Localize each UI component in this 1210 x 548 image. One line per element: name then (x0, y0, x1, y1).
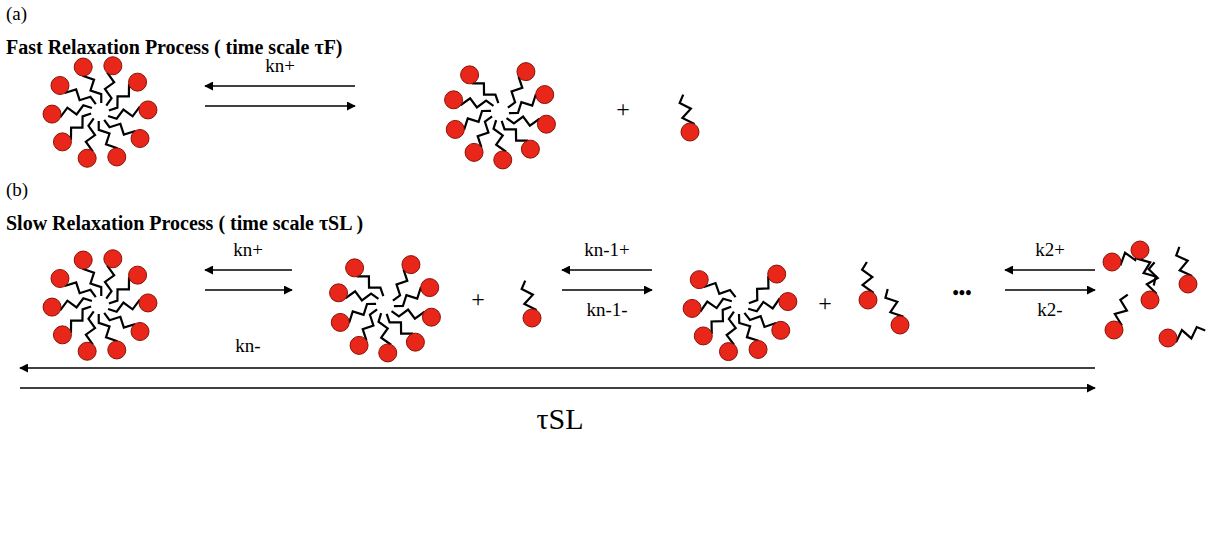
label: + (471, 286, 485, 312)
label: kn+ (233, 240, 263, 261)
head-group (517, 63, 535, 81)
head-group (350, 336, 368, 354)
head-group (346, 259, 364, 277)
monomer (1141, 262, 1159, 309)
label: kn-1- (586, 300, 627, 321)
head-group (523, 309, 541, 327)
monomer (1159, 327, 1205, 347)
head-group (78, 342, 96, 360)
head-group (683, 299, 701, 317)
reaction-arrow (562, 289, 652, 291)
head-group (446, 120, 464, 138)
head-group (78, 149, 96, 167)
head-group (465, 143, 483, 161)
head-group (521, 140, 539, 158)
head-group (53, 133, 71, 151)
monomer (859, 262, 877, 309)
micelle (683, 265, 797, 361)
head-group (1131, 241, 1149, 259)
reaction-arrow (1005, 289, 1095, 291)
label: kn+ (265, 56, 295, 77)
head-group (537, 115, 555, 133)
head-group (51, 76, 69, 94)
head-group (422, 308, 440, 326)
head-group (74, 251, 92, 269)
heading: Fast Relaxation Process ( time scale τF) (6, 36, 343, 58)
head-group (53, 326, 71, 344)
head-group (129, 266, 147, 284)
label: + (616, 96, 630, 122)
head-group (43, 298, 61, 316)
head-group (139, 101, 157, 119)
label: + (818, 290, 832, 316)
head-group (772, 321, 790, 339)
head-group (1105, 321, 1123, 339)
reaction-arrow (20, 387, 1095, 389)
head-group (891, 316, 909, 334)
head-group (1103, 253, 1121, 271)
monomer (885, 289, 909, 334)
head-group (108, 341, 126, 359)
reaction-arrow (205, 85, 355, 87)
label: kn-1+ (584, 240, 630, 261)
head-group (681, 123, 699, 141)
head-group (461, 66, 479, 84)
head-group (43, 105, 61, 123)
monomer (680, 95, 699, 141)
reaction-arrow (20, 367, 1095, 369)
head-group (768, 265, 786, 283)
head-group (108, 148, 126, 166)
head-group (330, 284, 348, 302)
label: τSL (536, 402, 583, 435)
label: k2- (1037, 300, 1062, 321)
reaction-arrow (205, 269, 292, 271)
head-group (536, 86, 554, 104)
head-group (445, 91, 463, 109)
head-group (131, 323, 149, 341)
head-group (694, 327, 712, 345)
head-group (859, 291, 877, 309)
head-group (104, 250, 122, 268)
label: ••• (953, 284, 972, 304)
head-group (1159, 329, 1177, 347)
micelle (330, 256, 441, 362)
monomer (1105, 295, 1128, 339)
head-group (1179, 275, 1197, 293)
head-group (1141, 291, 1159, 309)
label: (a) (6, 4, 27, 25)
reaction-arrow (205, 105, 355, 107)
reaction-arrow (562, 269, 652, 271)
label: k2+ (1035, 240, 1065, 261)
head-group (379, 344, 397, 362)
monomer (1131, 241, 1156, 285)
reaction-arrow (1005, 269, 1095, 271)
head-group (421, 279, 439, 297)
head-group (129, 73, 147, 91)
label: kn- (235, 336, 260, 357)
reaction-arrow (205, 289, 292, 291)
micelle (43, 250, 157, 361)
head-group (779, 293, 797, 311)
head-group (402, 256, 420, 274)
head-group (74, 58, 92, 76)
head-group (139, 294, 157, 312)
head-group (51, 269, 69, 287)
head-group (331, 313, 349, 331)
monomer (1176, 247, 1197, 293)
monomer (522, 281, 541, 327)
head-group (690, 271, 708, 289)
head-group (494, 151, 512, 169)
micelle (43, 57, 157, 168)
micelle (445, 63, 556, 169)
head-group (749, 340, 767, 358)
label: (b) (6, 180, 28, 201)
head-group (104, 57, 122, 75)
head-group (131, 130, 149, 148)
head-group (406, 333, 424, 351)
head-group (719, 343, 737, 361)
heading: Slow Relaxation Process ( time scale τSL… (6, 212, 363, 234)
